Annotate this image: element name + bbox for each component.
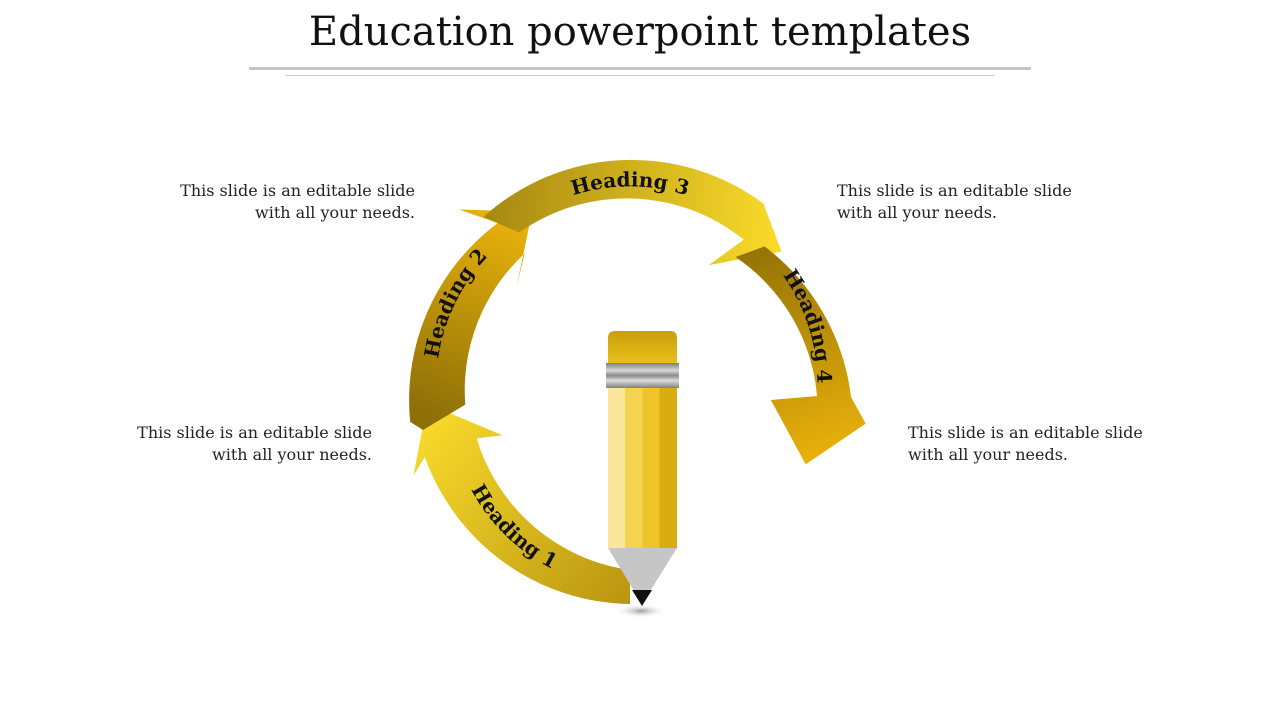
note-line: This slide is an editable slide <box>837 181 1072 200</box>
note-line: This slide is an editable slide <box>137 423 372 442</box>
pencil-icon <box>606 331 679 618</box>
note-line: with all your needs. <box>255 203 415 222</box>
note-top-right: This slide is an editable slide with all… <box>837 180 1137 224</box>
arrow-segment-heading-3 <box>483 159 782 266</box>
title-divider-bottom <box>285 75 995 76</box>
note-bottom-left: This slide is an editable slide with all… <box>72 422 372 466</box>
note-line: with all your needs. <box>212 445 372 464</box>
note-line: This slide is an editable slide <box>180 181 415 200</box>
slide-title: Education powerpoint templates <box>308 9 972 55</box>
note-line: with all your needs. <box>837 203 997 222</box>
arrow-segment-heading-2 <box>409 209 533 430</box>
arrow-segment-heading-4 <box>735 246 866 465</box>
arrow-segment-heading-1 <box>413 403 630 604</box>
note-bottom-right: This slide is an editable slide with all… <box>908 422 1208 466</box>
note-top-left: This slide is an editable slide with all… <box>115 180 415 224</box>
title-divider-top <box>249 67 1031 70</box>
note-line: with all your needs. <box>908 445 1068 464</box>
note-line: This slide is an editable slide <box>908 423 1143 442</box>
